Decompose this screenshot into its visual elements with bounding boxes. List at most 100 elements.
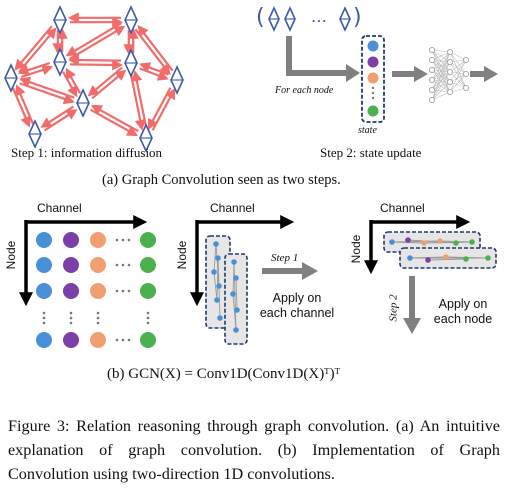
diffusion-edge <box>20 64 54 79</box>
node-wise-dot <box>405 237 411 243</box>
node-axis-label-1: Node <box>4 240 18 270</box>
channel-node-dot <box>213 241 219 247</box>
for-each-node-label: For each node <box>275 85 334 96</box>
diffusion-edge <box>131 70 148 128</box>
channel-node-dot <box>230 291 236 297</box>
diffusion-edge <box>69 25 126 60</box>
matrix-cell <box>36 332 52 348</box>
diffusion-graph <box>4 5 184 153</box>
matrix-cell <box>140 257 156 273</box>
channel-axis-label-3: Channel <box>380 201 425 215</box>
step2-label: Step 2: state update <box>320 145 422 160</box>
state-label: state <box>358 125 377 136</box>
step1-arrow <box>262 262 318 280</box>
apply-each-channel-label: Apply on each channel <box>254 291 340 321</box>
mlp-neuron <box>428 87 435 94</box>
matrix-cell <box>36 232 52 248</box>
diffusion-edge <box>91 69 127 100</box>
mlp-network-icon <box>428 47 469 104</box>
matrix-cell <box>63 332 79 348</box>
matrix-cell <box>36 257 52 273</box>
matrix-cell <box>90 283 106 299</box>
diffusion-edge <box>69 59 124 71</box>
mlp-neuron <box>446 49 453 56</box>
node-wise-dot <box>407 255 413 261</box>
diffusion-edge <box>65 67 81 94</box>
mlp-neuron <box>428 67 435 74</box>
node-wise-dot <box>443 254 449 260</box>
caption-a: (a) Graph Convolution seen as two steps. <box>102 172 341 188</box>
diffusion-edge <box>19 82 75 105</box>
step2-arrow-label: Step 2 <box>387 294 400 322</box>
matrix-cell <box>140 283 156 299</box>
diffusion-edge <box>90 104 139 133</box>
apply-each-node-label: Apply on each node <box>424 297 502 327</box>
node-wise-dot <box>453 240 459 246</box>
node-list-icons <box>268 6 351 32</box>
node-wise-dot <box>389 239 395 245</box>
apply-node-line2: each node <box>433 312 493 326</box>
mlp-neuron <box>462 57 469 64</box>
left-bracket: ( <box>256 5 265 30</box>
matrix-cell <box>36 283 52 299</box>
mlp-neuron <box>446 59 453 66</box>
diffusion-edge <box>134 28 171 76</box>
matrix-axes-panel-2 <box>190 215 295 307</box>
right-bracket: ) <box>353 5 362 30</box>
channel-node-dot <box>231 259 237 265</box>
mlp-neuron <box>428 47 435 54</box>
feature-matrix <box>36 232 156 348</box>
matrix-axes-panel-3 <box>364 215 471 275</box>
step1-label: Step 1: information diffusion <box>11 145 163 160</box>
apply-node-line1: Apply on <box>438 297 488 311</box>
diffusion-edge <box>139 62 169 76</box>
diffusion-edge <box>90 108 139 137</box>
state-update-diagram: ( … ) <box>256 5 498 123</box>
matrix-cell <box>90 232 106 248</box>
node-wise-dot <box>437 238 443 244</box>
diffusion-edge <box>43 109 78 132</box>
diffusion-edge <box>14 25 53 71</box>
mlp-neuron <box>428 57 435 64</box>
matrix-cell <box>63 257 79 273</box>
mlp-neuron <box>446 79 453 86</box>
diffusion-edge <box>147 87 172 131</box>
channel-node-dot <box>233 327 239 333</box>
matrix-cell <box>90 257 106 273</box>
state-vector-box <box>361 35 385 123</box>
diffusion-edge <box>151 87 176 131</box>
state-dot <box>367 40 379 52</box>
channel-node-dot <box>216 283 222 289</box>
matrix-cell <box>63 283 79 299</box>
apply-channel-line1: Apply on <box>272 291 322 305</box>
diffusion-edge <box>137 24 174 72</box>
mlp-neuron <box>462 71 469 78</box>
node-wise-conv <box>383 231 497 269</box>
state-dot <box>367 56 379 68</box>
node-axis-label-2: Node <box>175 240 189 270</box>
channel-node-dot <box>211 269 217 275</box>
mlp-neuron <box>462 85 469 92</box>
diffusion-edge <box>17 61 51 76</box>
figure-caption: Figure 3: Relation reasoning through gra… <box>8 417 500 483</box>
diffusion-edge <box>40 105 75 128</box>
node-wise-dot <box>469 239 475 245</box>
channel-axis-label-1: Channel <box>37 201 82 215</box>
node-wise-dot <box>421 240 427 246</box>
step2-arrow <box>403 276 421 334</box>
caption-b-formula: (b) GCN(X) = Conv1D(Conv1D(X)ᵀ)ᵀ <box>107 366 341 382</box>
matrix-cell <box>63 232 79 248</box>
for-each-node-arrow <box>286 36 348 76</box>
apply-channel-line2: each channel <box>259 306 335 320</box>
matrix-cell <box>140 232 156 248</box>
channel-wise-conv <box>205 235 248 345</box>
mlp-neuron <box>428 77 435 84</box>
diffusion-edge <box>87 66 123 97</box>
node-wise-dot <box>425 257 431 263</box>
diffusion-edge <box>15 84 35 125</box>
channel-node-dot <box>217 315 223 321</box>
channel-node-dot <box>215 255 221 261</box>
matrix-axes-panel-1 <box>19 215 148 307</box>
channel-node-dot <box>233 275 239 281</box>
